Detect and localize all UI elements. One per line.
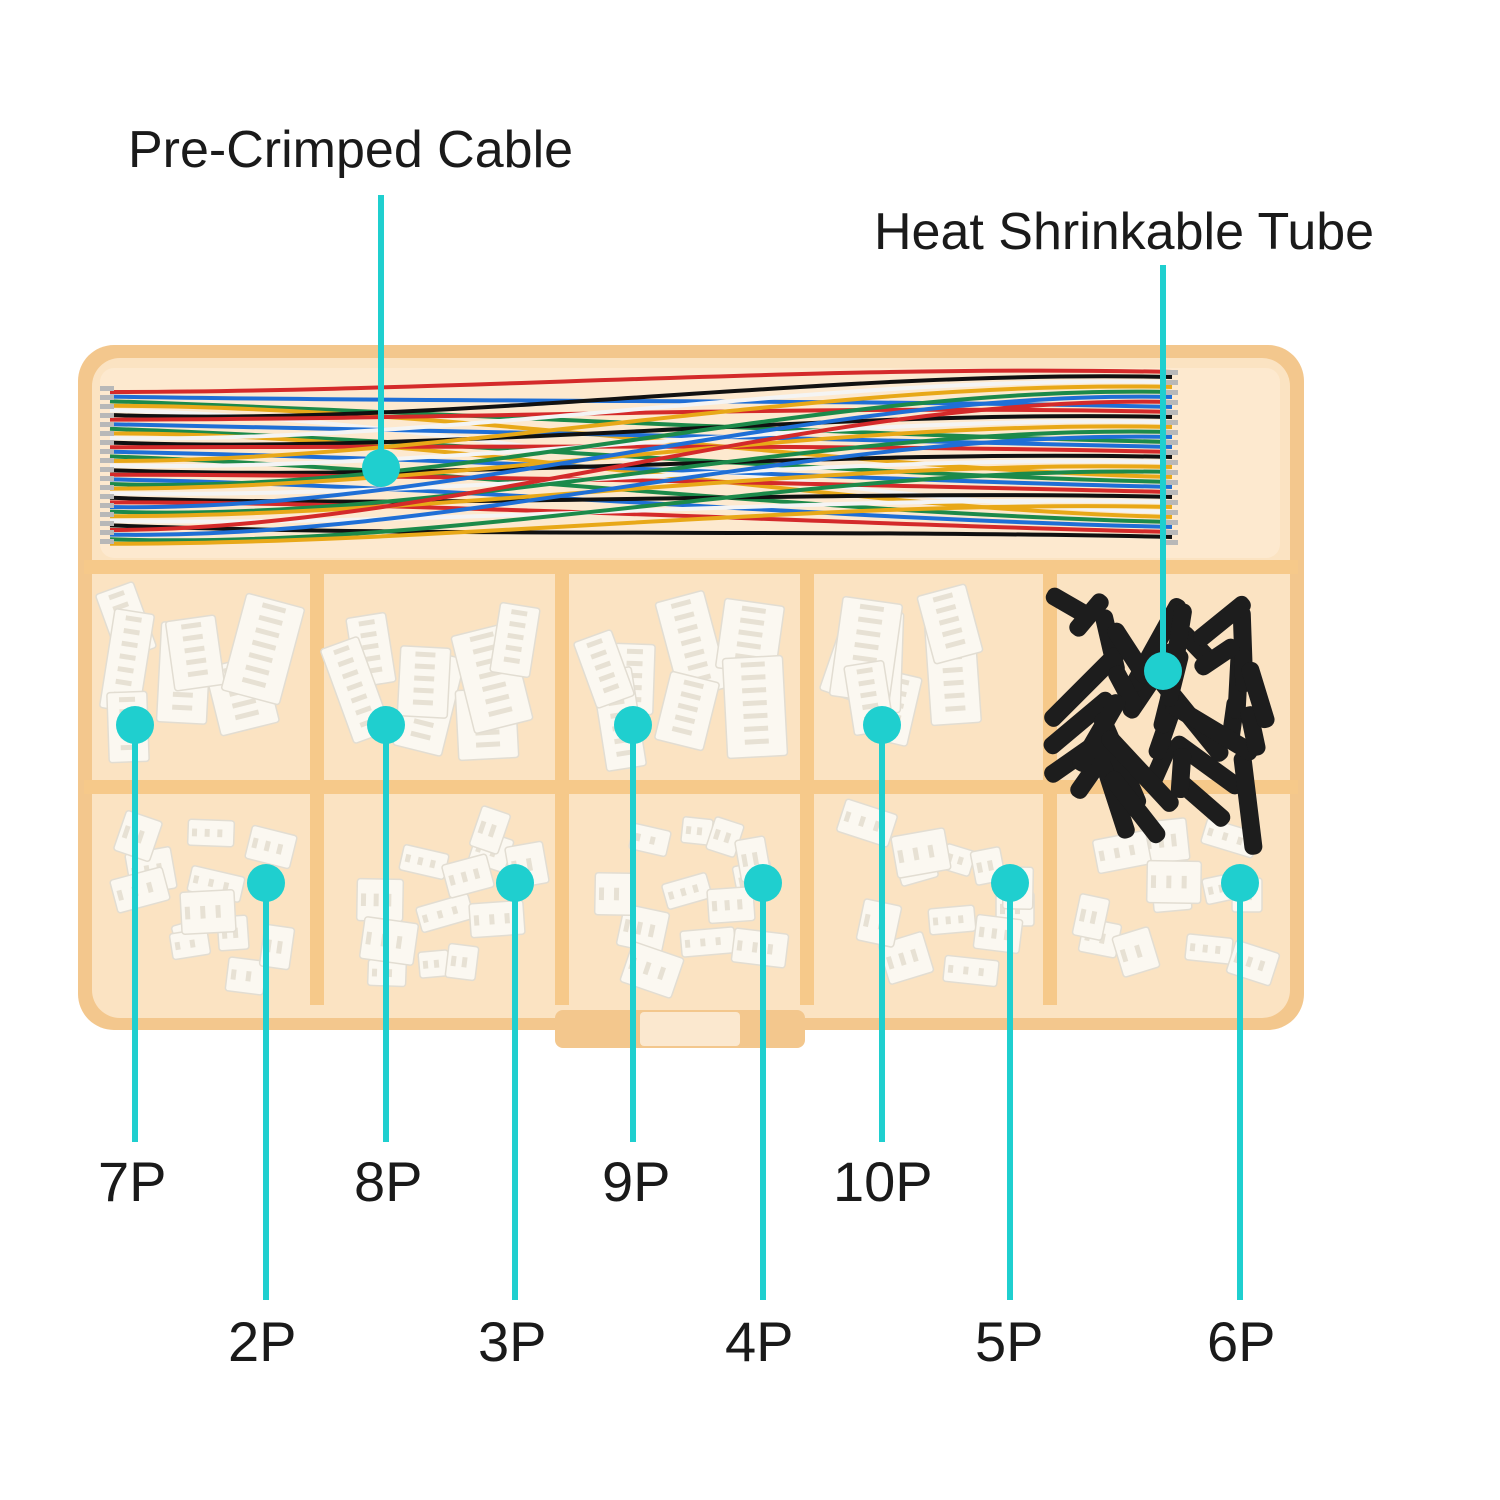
label-3p: 3P (478, 1310, 547, 1373)
wire-bundle-icon (100, 368, 1178, 546)
label-9p: 9P (602, 1150, 671, 1213)
heat-shrink-tube-icon (1043, 587, 1275, 855)
label-8p: 8P (354, 1150, 423, 1213)
callout-markers (116, 195, 1259, 1300)
label-10p: 10P (833, 1150, 933, 1213)
label-pre-crimped-cable: Pre-Crimped Cable (128, 121, 574, 179)
label-4p: 4P (725, 1310, 794, 1373)
label-7p: 7P (98, 1150, 167, 1213)
label-heat-shrinkable-tube: Heat Shrinkable Tube (874, 203, 1375, 261)
label-5p: 5P (975, 1310, 1044, 1373)
label-2p: 2P (228, 1310, 297, 1373)
label-6p: 6P (1207, 1310, 1276, 1373)
